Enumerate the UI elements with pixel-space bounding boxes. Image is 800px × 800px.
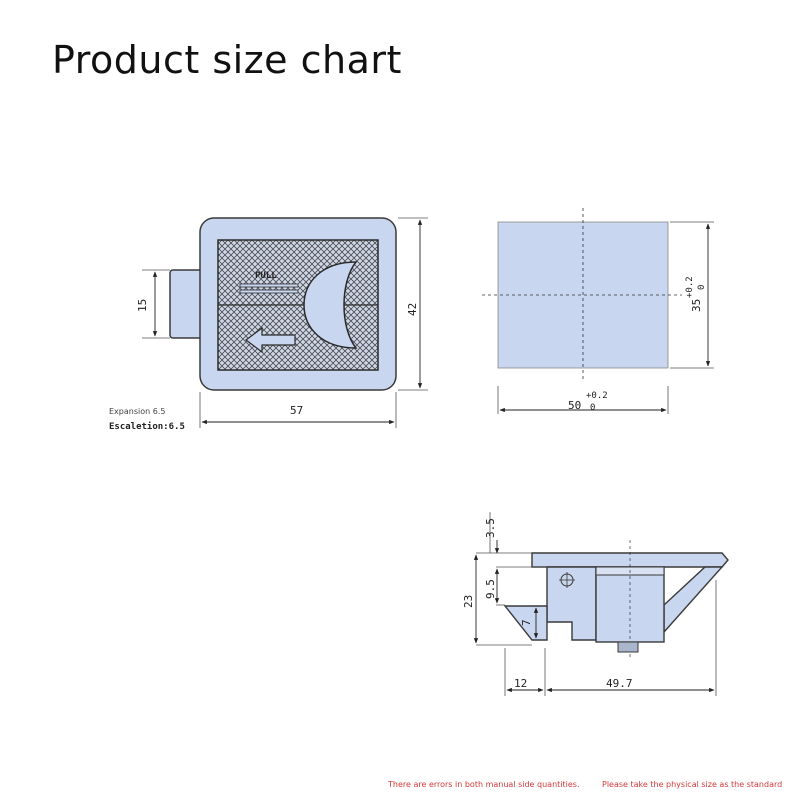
side-slant	[663, 566, 724, 634]
dim-total-label: 23	[462, 595, 475, 608]
note-errors: There are errors in both manual side qua…	[388, 780, 580, 789]
screw-icon	[617, 641, 639, 653]
cutout-height-tol-minus: 0	[697, 285, 707, 290]
dim-height-label: 42	[406, 303, 419, 316]
cutout-height-label: 35	[690, 299, 703, 312]
page-title: Product size chart	[52, 38, 402, 82]
cutout-width-tol-minus: 0	[590, 403, 595, 413]
cutout-width-label: 50	[568, 399, 581, 412]
side-view: 3.5 9.5 23 7 12 49.7	[462, 512, 729, 696]
dim-width-label: 57	[290, 404, 303, 417]
dim-body-label: 49.7	[606, 677, 633, 690]
cutout-view: 50 +0.2 0 35 +0.2 0	[482, 208, 714, 414]
note-physical-size: Please take the physical size as the sta…	[602, 780, 783, 789]
cutout-height-tol-plus: +0.2	[685, 276, 695, 298]
expansion-label: Expansion 6.5	[109, 407, 165, 416]
pull-tab	[303, 261, 358, 349]
front-view: PULL 57 42 15 Expansion 6.5 Escaletion:6…	[109, 217, 428, 432]
pull-label: PULL	[255, 271, 277, 281]
dim-handle-label: 15	[136, 299, 149, 312]
pull-bar-1	[239, 283, 299, 288]
dim-mid-label: 9.5	[484, 579, 497, 599]
dim-lip-label: 7	[520, 619, 533, 626]
cutout-width-tol-plus: +0.2	[586, 391, 608, 401]
escalation-label: Escaletion:6.5	[109, 421, 185, 432]
arrow-left-icon	[245, 326, 296, 354]
side-bracket	[546, 566, 597, 641]
dim-left-label: 12	[514, 677, 527, 690]
handle-nub	[169, 269, 205, 339]
pull-bar-2	[239, 289, 299, 294]
dim-top-label: 3.5	[484, 518, 497, 538]
